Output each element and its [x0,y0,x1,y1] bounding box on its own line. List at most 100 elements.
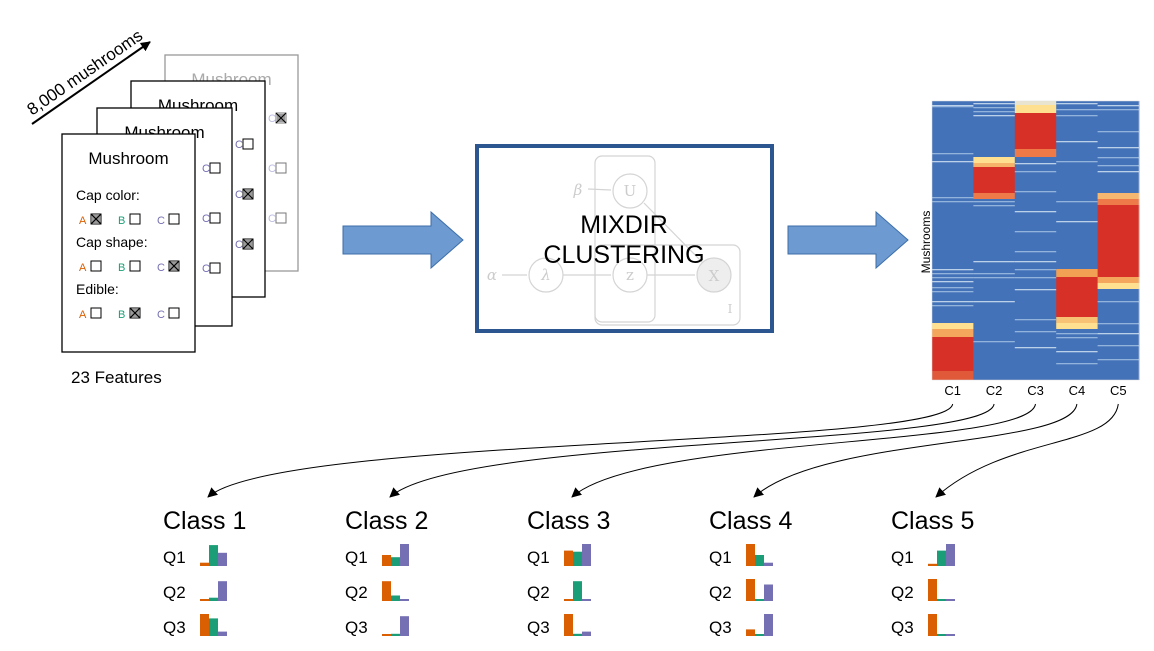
class-question-label: Q1 [527,548,550,567]
cluster-arrow [389,403,995,498]
param-alpha-label: α [487,266,497,284]
class-question-label: Q2 [891,583,914,602]
mini-bar [391,595,400,601]
mushroom-card-stack: MushroomCCCMushroomCCCMushroomCCCMushroo… [61,54,299,353]
class-title: Class 3 [527,507,610,535]
card-checkbox[interactable] [275,212,287,224]
cluster-arrow [753,403,1078,498]
class-question-label: Q2 [163,583,186,602]
mini-bar [200,614,209,636]
mini-bar [391,557,400,566]
mini-bar-chart [928,544,955,566]
mini-bar [218,631,227,636]
mini-bar-chart [564,544,591,566]
cluster-heatmap [931,100,1140,381]
card-checkbox[interactable] [242,138,254,150]
mini-bar [755,634,764,636]
class-question-label: Q3 [527,618,550,637]
mini-bar [937,599,946,601]
card-option-label: C [157,215,165,227]
class-question-label: Q3 [163,618,186,637]
card-option-label: C [202,263,210,275]
class-question-label: Q3 [345,618,368,637]
card-checkbox[interactable] [209,212,221,224]
card-checkbox[interactable] [129,260,141,272]
card-checkbox[interactable] [209,262,221,274]
card-option-label: B [118,262,125,274]
card-option-label: A [79,309,87,321]
heatmap-texture [1056,103,1098,365]
mini-bar [209,618,218,636]
mini-bar [382,555,391,566]
card-checkbox[interactable] [275,112,287,124]
class-question-label: Q3 [709,618,732,637]
mushroom-count-label: 8,000 mushrooms [24,26,147,119]
mini-bar [200,599,209,601]
card-option-label: C [235,189,243,201]
heatmap-texture [973,103,1015,343]
mini-bar [764,614,773,636]
card-checkbox[interactable] [90,260,102,272]
mini-bar [946,634,955,636]
card-option-label: B [118,215,125,227]
mini-bar-chart [928,579,955,601]
card-checkbox[interactable] [168,260,180,272]
mini-bar [573,633,582,636]
mini-bar [746,629,755,636]
card-checkbox[interactable] [168,307,180,319]
mini-bar [746,544,755,566]
node-z-label: z [626,266,634,284]
mixdir-method-box: U λ z X β α I MIXDIR CLUSTERING [475,144,774,333]
card-checkbox[interactable] [275,162,287,174]
card-option-label: C [202,213,210,225]
mini-bar-chart [746,544,773,566]
mini-bar [755,599,764,601]
cluster-arrow [935,403,1119,498]
class-title: Class 5 [891,507,974,535]
mini-bar-chart [746,579,773,601]
card-checkbox[interactable] [129,307,141,319]
mini-bar-chart [746,614,773,636]
mini-bar [564,599,573,601]
mini-bar [946,599,955,601]
card-checkbox[interactable] [209,162,221,174]
mini-bar [400,616,409,636]
class-question-label: Q2 [709,583,732,602]
card-checkbox[interactable] [168,213,180,225]
class-question-label: Q2 [345,583,368,602]
mini-bar-chart [382,544,409,566]
heatmap-texture [932,105,974,307]
mini-bar [928,563,937,566]
card-option-label: A [79,262,87,274]
heatmap-column-label: C3 [1027,383,1044,398]
card-option-label: C [157,309,165,321]
card-title: Mushroom [88,149,168,168]
card-option-label: A [79,215,87,227]
card-checkbox[interactable] [90,213,102,225]
card-option-label: C [268,163,276,175]
card-option-label: C [235,239,243,251]
heatmap-column-label: C4 [1069,383,1086,398]
node-lambda-label: λ [540,266,551,284]
mini-bar [928,579,937,601]
card-option-label: C [268,113,276,125]
mini-bar [209,545,218,566]
mini-bar [400,599,409,601]
class-title: Class 1 [163,507,246,535]
card-checkbox[interactable] [242,238,254,250]
mini-bar [928,614,937,636]
card-checkbox[interactable] [242,188,254,200]
mini-bar [582,631,591,636]
card-checkbox[interactable] [90,307,102,319]
heatmap-texture [1097,105,1139,361]
heatmap-column-label: C2 [986,383,1003,398]
features-label: 23 Features [71,368,162,387]
mini-bar [218,552,227,566]
mini-bar-chart [564,581,591,601]
card-checkbox[interactable] [129,213,141,225]
mini-bar-chart [928,614,955,636]
